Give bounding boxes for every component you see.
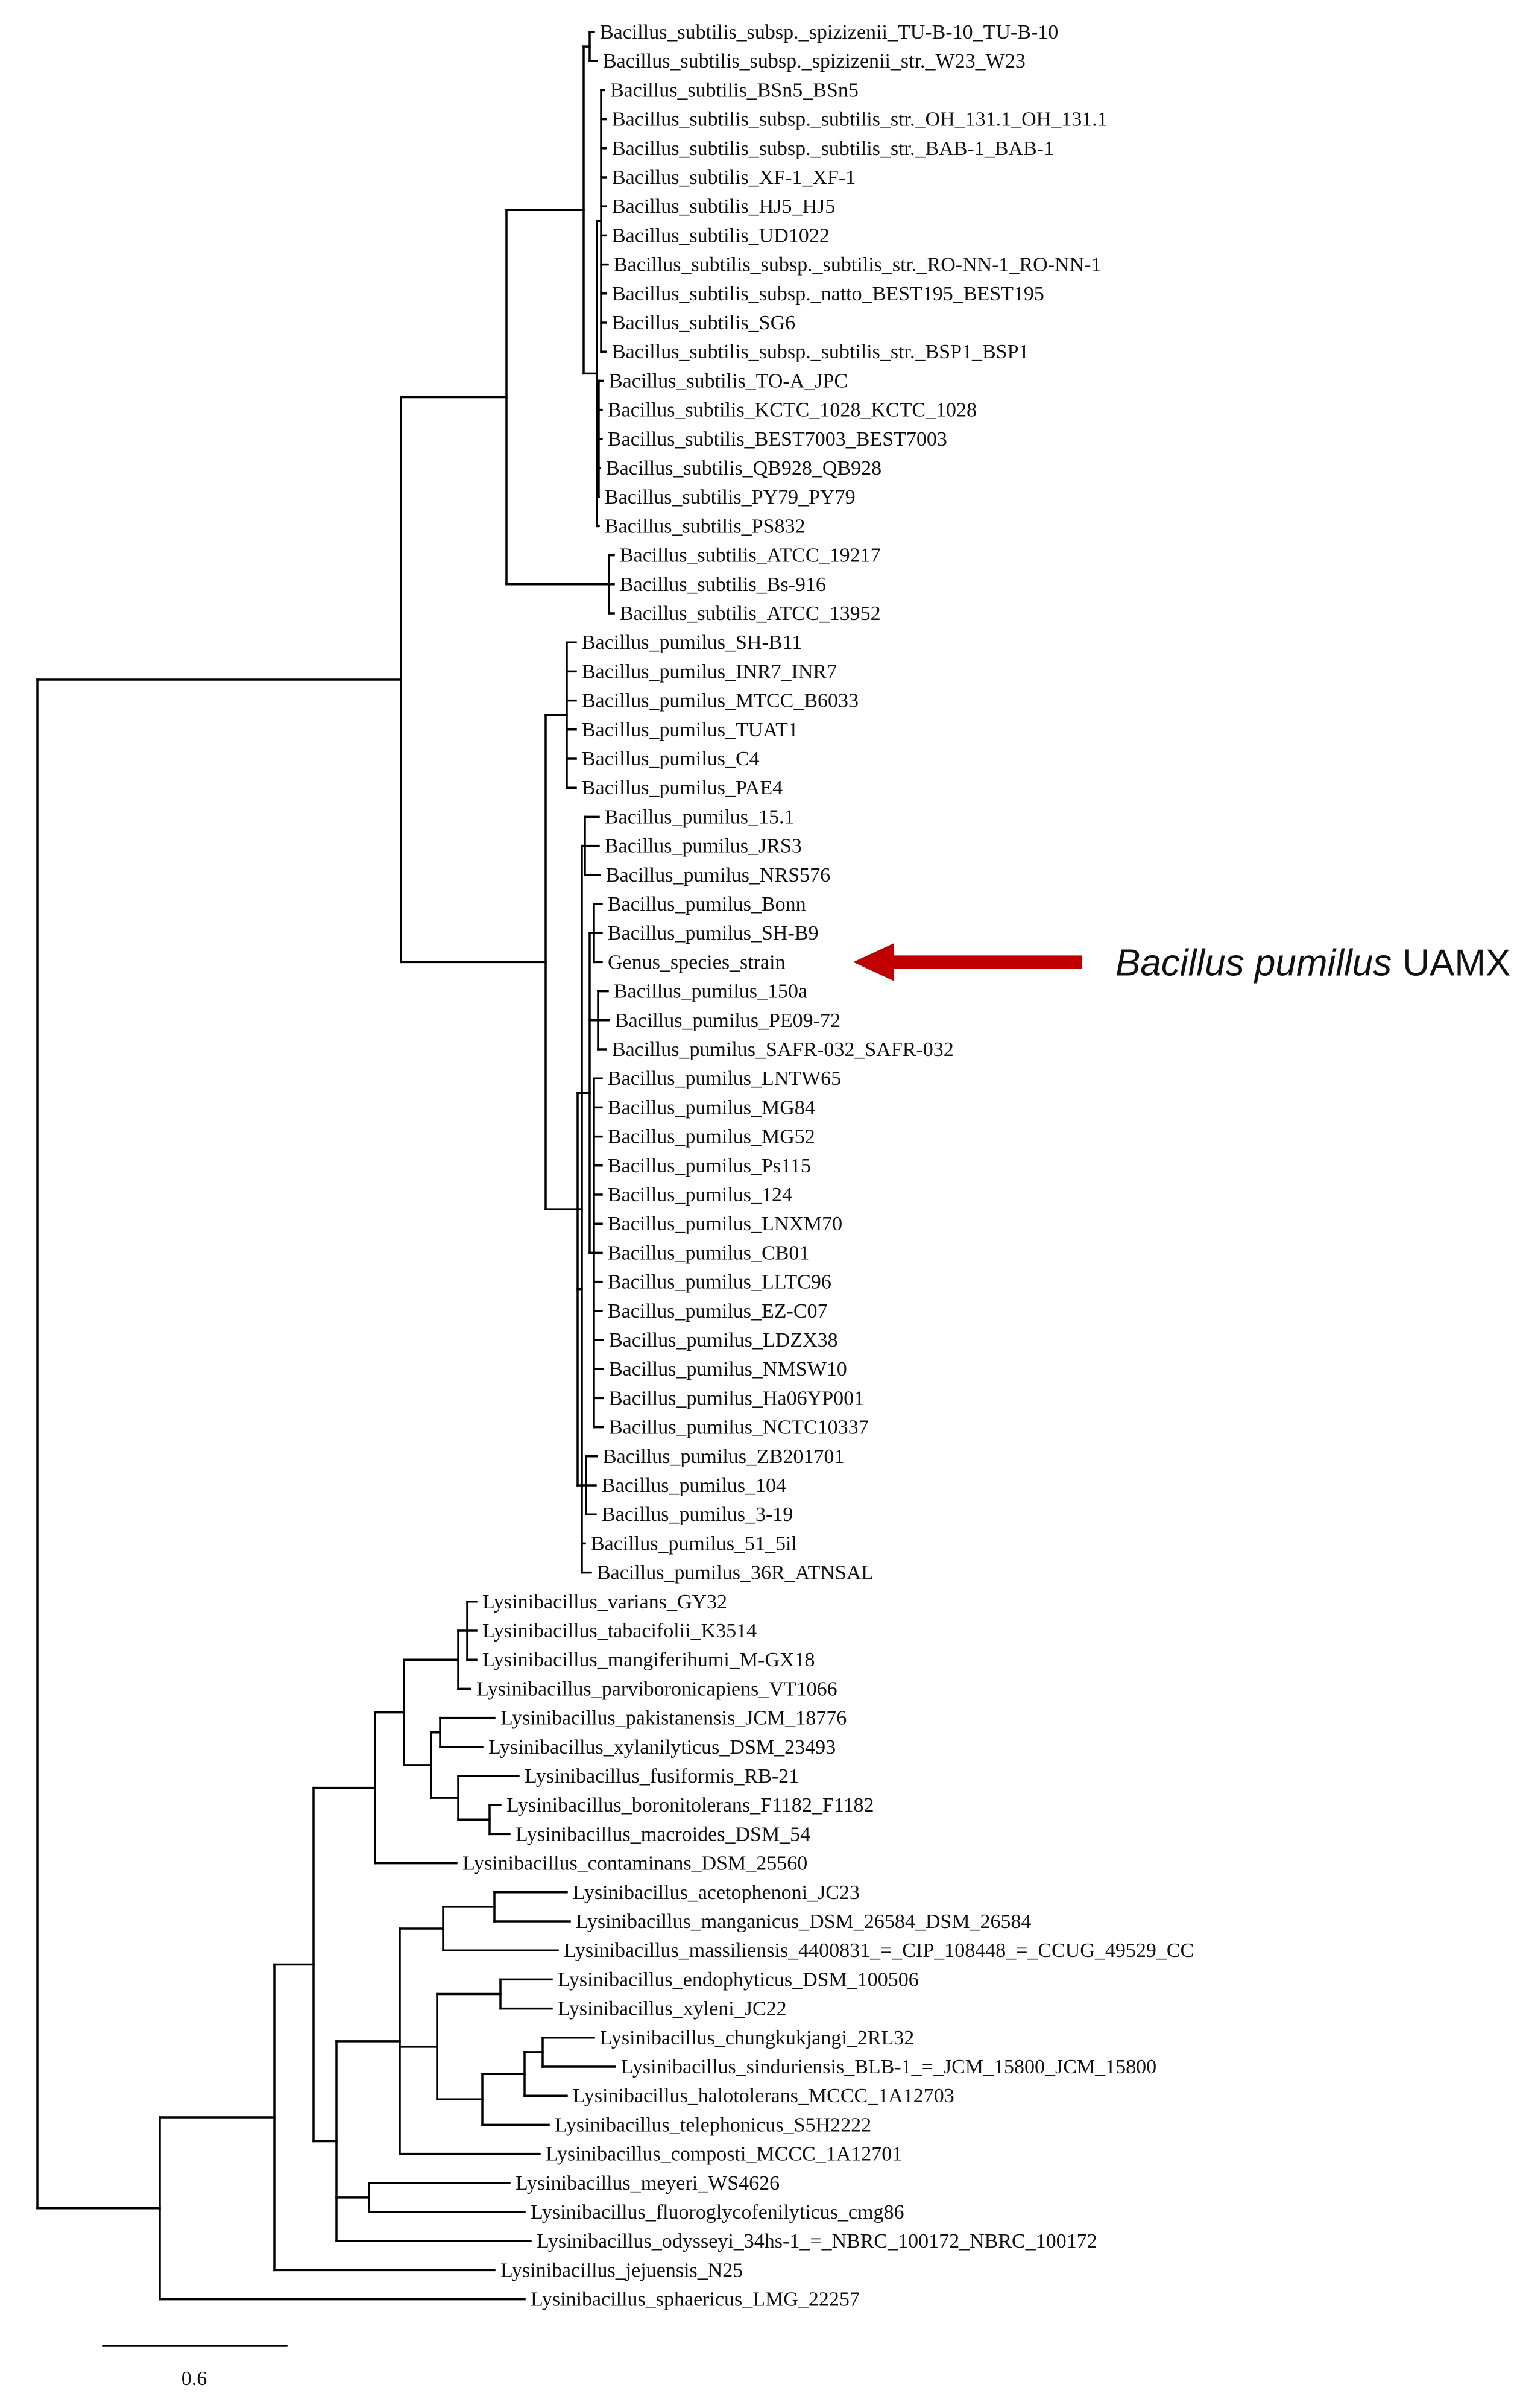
leaf-label: Bacillus_pumilus_PE09-72 (615, 1010, 840, 1032)
leaf-label: Lysinibacillus_macroides_DSM_54 (516, 1823, 810, 1845)
leaf-label: Bacillus_pumilus_Bonn (608, 893, 806, 915)
leaf-label: Bacillus_pumilus_150a (614, 981, 807, 1003)
tree-branches (36, 31, 616, 2301)
leaf-label: Bacillus_subtilis_subsp._spizizenii_str.… (603, 50, 1026, 72)
leaf-label: Bacillus_pumilus_LDZX38 (609, 1329, 838, 1351)
leaf-label: Bacillus_pumilus_INR7_INR7 (582, 660, 837, 683)
leaf-label: Lysinibacillus_composti_MCCC_1A12701 (546, 2143, 902, 2166)
leaf-label: Genus_species_strain (608, 951, 786, 973)
leaf-label: Bacillus_pumilus_EZ-C07 (608, 1300, 828, 1323)
leaf-label: Bacillus_subtilis_ATCC_13952 (620, 602, 881, 625)
leaf-label: Lysinibacillus_boronitolerans_F1182_F118… (506, 1794, 874, 1816)
annotation-label-strain: UAMX (1402, 942, 1510, 984)
leaf-label: Bacillus_pumilus_36R_ATNSAL (597, 1562, 874, 1584)
leaf-label: Bacillus_pumilus_Ps115 (608, 1155, 811, 1177)
leaf-label: Bacillus_pumilus_MG52 (608, 1126, 815, 1148)
leaf-label: Lysinibacillus_endophyticus_DSM_100506 (558, 1968, 919, 1991)
leaf-label: Lysinibacillus_xylanilyticus_DSM_23493 (488, 1736, 836, 1759)
leaf-label: Bacillus_subtilis_BSn5_BSn5 (610, 79, 859, 101)
leaf-label: Bacillus_pumilus_MTCC_B6033 (582, 690, 859, 712)
leaf-label: Lysinibacillus_halotolerans_MCCC_1A12703 (573, 2085, 954, 2107)
leaf-label: Bacillus_subtilis_XF-1_XF-1 (612, 166, 856, 189)
leaf-label: Bacillus_subtilis_KCTC_1028_KCTC_1028 (608, 399, 977, 422)
leaf-label: Bacillus_subtilis_subsp._natto_BEST195_B… (612, 283, 1044, 305)
leaf-label: Bacillus_subtilis_TO-A_JPC (609, 370, 848, 392)
leaf-label: Bacillus_pumilus_SAFR-032_SAFR-032 (612, 1038, 954, 1061)
annotation-label-species: Bacillus pumillus (1115, 942, 1392, 984)
leaf-label: Bacillus_pumilus_LNXM70 (608, 1213, 842, 1235)
leaf-label: Lysinibacillus_fluoroglycofenilyticus_cm… (531, 2201, 904, 2223)
leaf-label: Bacillus_pumilus_15.1 (605, 806, 795, 828)
leaf-label: Bacillus_pumilus_ZB201701 (603, 1446, 844, 1468)
leaf-label: Lysinibacillus_xyleni_JC22 (558, 1998, 787, 2020)
leaf-label: Lysinibacillus_mangiferihumi_M-GX18 (482, 1649, 815, 1671)
leaf-label: Bacillus_pumilus_51_5il (591, 1532, 797, 1555)
scale-bar-label: 0.6 (181, 2368, 207, 2390)
leaf-label: Bacillus_pumilus_LNTW65 (608, 1067, 841, 1090)
leaf-label: Lysinibacillus_contaminans_DSM_25560 (462, 1853, 807, 1875)
leaf-label: Bacillus_subtilis_subsp._subtilis_str._B… (612, 137, 1054, 160)
leaf-label: Bacillus_subtilis_PY79_PY79 (605, 486, 856, 508)
leaf-label: Bacillus_pumilus_SH-B9 (608, 922, 818, 944)
leaf-label: Lysinibacillus_massiliensis_4400831_=_CI… (564, 1939, 1194, 1962)
leaf-label: Bacillus_subtilis_subsp._subtilis_str._O… (612, 109, 1108, 131)
leaf-label: Bacillus_subtilis_QB928_QB928 (606, 457, 881, 479)
leaf-label: Bacillus_subtilis_HJ5_HJ5 (612, 195, 835, 218)
leaf-label: Bacillus_pumilus_C4 (582, 748, 760, 770)
leaf-label: Bacillus_pumilus_LLTC96 (608, 1271, 831, 1294)
leaf-label: Lysinibacillus_fusiformis_RB-21 (525, 1765, 799, 1787)
leaf-label: Bacillus_pumilus_MG84 (608, 1096, 815, 1119)
leaf-label: Lysinibacillus_chungkukjangi_2RL32 (600, 2027, 914, 2049)
leaf-label: Bacillus_subtilis_UD1022 (612, 224, 830, 247)
leaf-label: Bacillus_pumilus_Ha06YP001 (609, 1387, 864, 1409)
leaf-label: Bacillus_subtilis_PS832 (605, 515, 806, 537)
leaf-label: Lysinibacillus_telephonicus_S5H2222 (555, 2114, 871, 2136)
leaf-label: Lysinibacillus_acetophenoni_JC23 (573, 1882, 860, 1904)
leaf-label: Bacillus_pumilus_NCTC10337 (609, 1417, 869, 1439)
leaf-label: Lysinibacillus_jejuensis_N25 (500, 2259, 743, 2281)
leaf-label: Lysinibacillus_sphaericus_LMG_22257 (531, 2289, 860, 2311)
leaf-label: Bacillus_pumilus_SH-B11 (582, 631, 802, 654)
leaf-label: Bacillus_pumilus_NRS576 (606, 864, 830, 886)
leaf-labels: Bacillus_subtilis_subsp._spizizenii_TU-B… (462, 21, 1194, 2311)
leaf-label: Lysinibacillus_varians_GY32 (482, 1591, 727, 1613)
leaf-label: Bacillus_subtilis_ATCC_19217 (620, 545, 881, 567)
leaf-label: Bacillus_pumilus_PAE4 (582, 777, 783, 799)
leaf-label: Lysinibacillus_parviboronicapiens_VT1066 (476, 1678, 837, 1700)
annotation-arrow-head (853, 943, 894, 981)
leaf-label: Bacillus_subtilis_subsp._subtilis_str._R… (614, 254, 1101, 276)
leaf-label: Bacillus_subtilis_subsp._spizizenii_TU-B… (600, 21, 1058, 43)
leaf-label: Lysinibacillus_odysseyi_34hs-1_=_NBRC_10… (537, 2230, 1097, 2252)
leaf-label: Lysinibacillus_pakistanensis_JCM_18776 (500, 1707, 847, 1730)
leaf-label: Bacillus_pumilus_104 (602, 1474, 786, 1497)
leaf-label: Bacillus_subtilis_SG6 (612, 312, 795, 334)
scale-bar: 0.6 (102, 2345, 288, 2390)
leaf-label: Bacillus_subtilis_Bs-916 (620, 574, 826, 596)
leaf-label: Bacillus_subtilis_BEST7003_BEST7003 (608, 428, 947, 450)
leaf-label: Bacillus_pumilus_NMSW10 (609, 1358, 847, 1380)
leaf-label: Bacillus_pumilus_TUAT1 (582, 719, 798, 741)
leaf-label: Bacillus_pumilus_3-19 (602, 1503, 793, 1526)
leaf-label: Bacillus_pumilus_124 (608, 1184, 792, 1206)
leaf-label: Bacillus_pumilus_CB01 (608, 1242, 809, 1264)
leaf-label: Bacillus_subtilis_subsp._subtilis_str._B… (612, 341, 1029, 363)
leaf-label: Lysinibacillus_sinduriensis_BLB-1_=_JCM_… (621, 2056, 1156, 2078)
leaf-label: Lysinibacillus_manganicus_DSM_26584_DSM_… (576, 1910, 1032, 1933)
leaf-label: Lysinibacillus_tabacifolii_K3514 (482, 1620, 757, 1642)
leaf-label: Bacillus_pumilus_JRS3 (605, 835, 802, 858)
leaf-label: Lysinibacillus_meyeri_WS4626 (516, 2172, 780, 2195)
